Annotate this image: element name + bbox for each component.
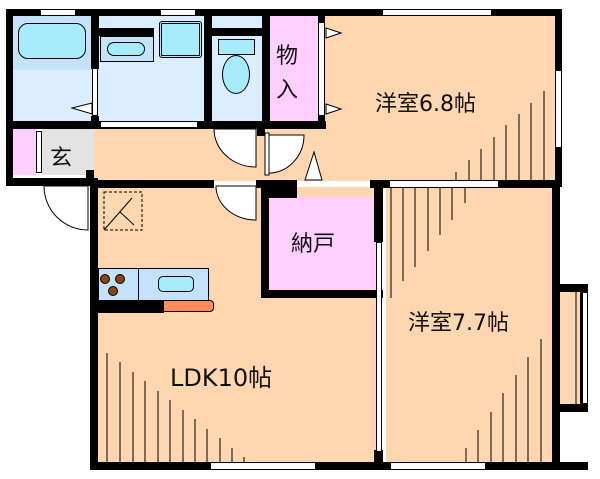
washbasin (107, 42, 145, 56)
western-room-1-floor (320, 15, 556, 181)
wall (91, 9, 99, 69)
toilet-tank (218, 39, 255, 55)
room2-hatching (465, 321, 554, 462)
washing-machine (159, 21, 202, 58)
window[interactable] (390, 462, 486, 470)
wall (90, 180, 214, 188)
wall (488, 180, 560, 188)
room1-hatching (455, 91, 545, 180)
kitchen-sink (158, 276, 194, 292)
toilet-door-swing (213, 128, 257, 168)
kitchen-counter-extension (163, 300, 214, 312)
entrance-floor (42, 129, 94, 175)
room-label-western-room-2: 洋室7.7帖 (408, 311, 509, 336)
bathtub (18, 23, 86, 59)
ldk-hatching (106, 353, 245, 462)
room1-door-swing (267, 134, 305, 174)
storage-closet-floor (268, 15, 320, 121)
sliding-door[interactable] (92, 68, 98, 116)
wall (6, 9, 13, 185)
wall (261, 180, 269, 298)
burner (108, 286, 118, 296)
room-label-nando: 納戸 (291, 232, 336, 257)
wall (552, 180, 560, 470)
window[interactable] (389, 180, 499, 188)
wall (552, 284, 588, 292)
burner (115, 274, 125, 284)
wall (86, 170, 94, 186)
window[interactable] (382, 9, 492, 16)
window[interactable] (160, 9, 196, 16)
wall (90, 462, 588, 470)
wall (374, 450, 383, 464)
sliding-door[interactable] (100, 121, 198, 128)
wall (6, 9, 562, 16)
room2-hatching (390, 188, 466, 298)
ldk-door-swing (215, 185, 257, 221)
wall (91, 116, 99, 128)
window[interactable] (210, 462, 316, 470)
wall (257, 126, 265, 136)
burner (100, 274, 110, 284)
wall (261, 290, 383, 298)
wall (374, 180, 383, 242)
room-label-closet-line2: 入 (276, 78, 299, 103)
window[interactable] (582, 292, 588, 404)
wall (98, 28, 154, 36)
wall (204, 9, 212, 129)
wall (6, 178, 98, 186)
wall (262, 9, 270, 129)
window[interactable] (555, 70, 562, 148)
room-label-closet-line1: 物 (276, 44, 299, 69)
stove (98, 268, 139, 301)
entrance-shoe-closet (12, 129, 36, 175)
entrance-door-swing (43, 185, 89, 231)
room-label-western-room-1: 洋室6.8帖 (375, 92, 476, 117)
sliding-door[interactable] (376, 242, 382, 452)
wall (261, 180, 297, 198)
closet-door[interactable] (318, 22, 325, 116)
wall (552, 404, 588, 412)
wall (90, 178, 98, 470)
western-room-2-floor (386, 187, 554, 462)
shoe-closet-door[interactable] (36, 131, 42, 173)
wall (212, 28, 262, 36)
room-label-ldk: LDK10帖 (170, 364, 273, 392)
window[interactable] (40, 9, 76, 16)
room-label-entrance: 玄 (50, 146, 73, 171)
toilet-bowl (222, 55, 250, 94)
nando-floor (268, 197, 376, 289)
kitchen-wall (90, 300, 164, 313)
